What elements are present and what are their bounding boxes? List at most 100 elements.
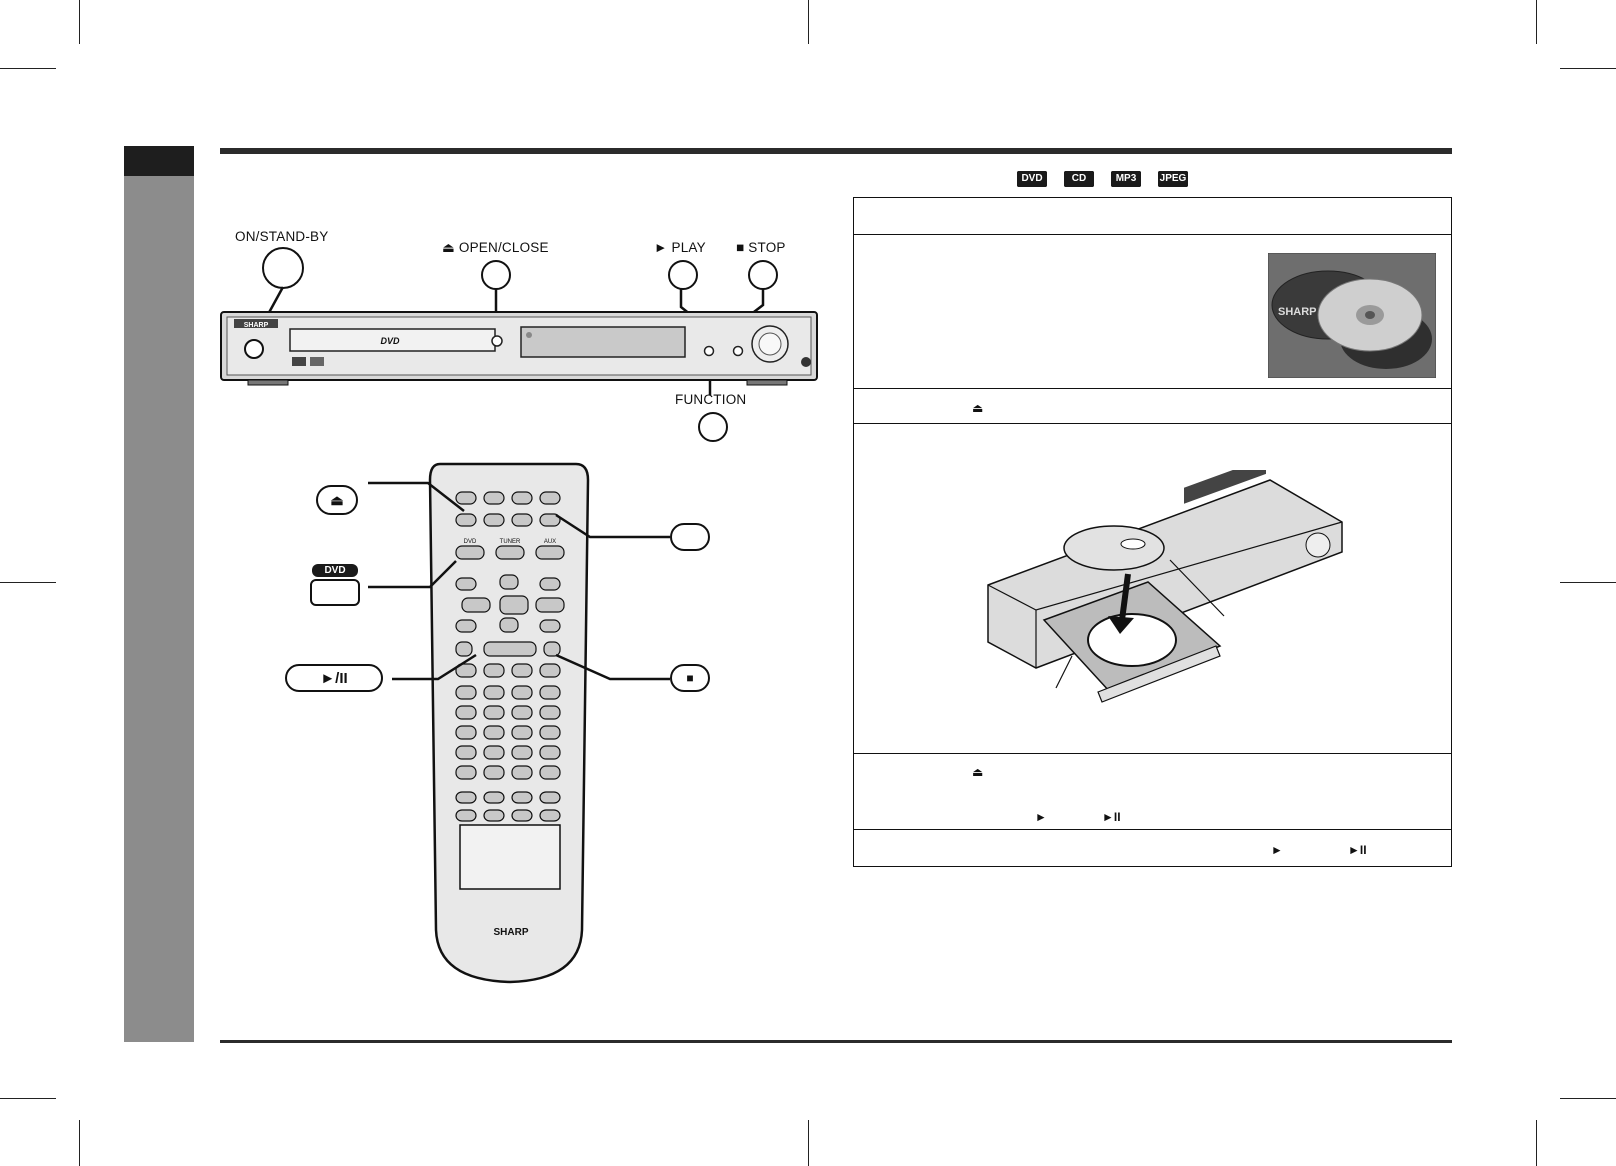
remote-button[interactable] xyxy=(511,809,533,822)
remote-button[interactable] xyxy=(483,513,505,527)
on-standby-button[interactable] xyxy=(262,247,304,289)
disc-photo-brand: SHARP xyxy=(1278,306,1317,318)
remote-stop-button[interactable] xyxy=(543,641,561,657)
section-tab xyxy=(124,146,194,176)
remote-button[interactable] xyxy=(511,513,533,527)
front-brand-logo: SHARP xyxy=(244,322,269,329)
remote-button[interactable] xyxy=(483,791,505,804)
disc-badge-dvd: DVD xyxy=(1017,171,1047,187)
disc-badge-jpeg: JPEG xyxy=(1158,171,1188,187)
remote-button[interactable] xyxy=(483,663,505,678)
crop-mark xyxy=(1560,1098,1616,1099)
play-icon: ► xyxy=(1271,843,1283,857)
stop-button[interactable] xyxy=(748,260,778,290)
disc-tray-illustration xyxy=(987,470,1343,703)
remote-button[interactable] xyxy=(539,765,561,780)
remote-dvd-button-callout[interactable] xyxy=(310,579,360,606)
remote-button[interactable] xyxy=(511,791,533,804)
remote-nav-enter[interactable] xyxy=(499,595,529,615)
remote-button[interactable] xyxy=(455,513,477,527)
crop-mark xyxy=(1560,582,1616,583)
remote-source-button[interactable] xyxy=(455,545,485,560)
remote-button[interactable] xyxy=(511,745,533,760)
play-pause-icon: ►/II xyxy=(320,669,348,687)
remote-button[interactable] xyxy=(455,663,477,678)
remote-play-pause-button[interactable] xyxy=(483,641,537,657)
play-pause-icon: ►II xyxy=(1348,843,1367,857)
remote-source-button[interactable] xyxy=(495,545,525,560)
remote-button[interactable] xyxy=(539,705,561,720)
remote-button[interactable] xyxy=(455,809,477,822)
top-rule xyxy=(220,148,1452,154)
steps-header-row xyxy=(854,198,1451,235)
remote-button[interactable] xyxy=(539,513,561,527)
play-button[interactable] xyxy=(668,260,698,290)
disc-badge-mp3: MP3 xyxy=(1111,171,1141,187)
remote-button[interactable] xyxy=(483,809,505,822)
crop-mark xyxy=(0,1098,56,1099)
remote-eject-callout[interactable]: ⏏ xyxy=(316,485,358,515)
function-label: FUNCTION xyxy=(675,392,747,407)
crop-mark xyxy=(79,0,80,44)
remote-button[interactable] xyxy=(455,745,477,760)
remote-button[interactable] xyxy=(455,685,477,700)
remote-button[interactable] xyxy=(455,619,477,633)
remote-button[interactable] xyxy=(455,491,477,505)
play-label: ► PLAY xyxy=(654,240,706,255)
remote-button[interactable] xyxy=(483,491,505,505)
remote-source-button[interactable] xyxy=(535,545,565,560)
eject-icon: ⏏ xyxy=(330,491,344,508)
remote-button[interactable] xyxy=(539,745,561,760)
remote-button[interactable] xyxy=(539,685,561,700)
remote-button[interactable] xyxy=(511,491,533,505)
remote-button[interactable] xyxy=(539,619,561,633)
remote-button[interactable] xyxy=(539,491,561,505)
remote-leaders xyxy=(368,481,670,681)
remote-button[interactable] xyxy=(455,791,477,804)
remote-button[interactable] xyxy=(483,685,505,700)
remote-button[interactable] xyxy=(511,705,533,720)
remote-button[interactable] xyxy=(511,765,533,780)
sidebar xyxy=(124,176,194,1042)
remote-nav-up[interactable] xyxy=(499,574,519,590)
remote-button[interactable] xyxy=(483,745,505,760)
step-4-row xyxy=(854,753,1451,830)
play-icon: ► xyxy=(1035,810,1047,824)
crop-mark xyxy=(1560,68,1616,69)
crop-mark xyxy=(0,582,56,583)
stop-label: ■ STOP xyxy=(736,240,786,255)
remote-button[interactable] xyxy=(511,663,533,678)
remote-nav-right[interactable] xyxy=(535,597,565,613)
remote-button[interactable] xyxy=(539,809,561,822)
remote-button[interactable] xyxy=(455,641,473,657)
remote-function-callout[interactable] xyxy=(670,523,710,551)
remote-dvd-badge-callout: DVD xyxy=(312,564,358,577)
remote-button[interactable] xyxy=(455,705,477,720)
crop-mark xyxy=(808,0,809,44)
remote-button[interactable] xyxy=(455,725,477,740)
remote-button[interactable] xyxy=(483,705,505,720)
remote-button[interactable] xyxy=(539,791,561,804)
crop-mark xyxy=(0,68,56,69)
remote-brand-logo: SHARP xyxy=(493,927,528,938)
disc-badge-cd: CD xyxy=(1064,171,1094,187)
remote-button[interactable] xyxy=(483,765,505,780)
remote-button[interactable] xyxy=(455,577,477,591)
remote-button[interactable] xyxy=(455,765,477,780)
remote-button[interactable] xyxy=(483,725,505,740)
remote-nav-left[interactable] xyxy=(461,597,491,613)
remote-nav-down[interactable] xyxy=(499,617,519,633)
remote-source-label: AUX xyxy=(544,539,556,545)
remote-stop-callout[interactable]: ■ xyxy=(670,664,710,692)
remote-button[interactable] xyxy=(511,685,533,700)
remote-button[interactable] xyxy=(539,725,561,740)
function-button[interactable] xyxy=(698,412,728,442)
remote-button[interactable] xyxy=(539,577,561,591)
disc-photo: SHARP xyxy=(1268,253,1436,378)
remote-button[interactable] xyxy=(539,663,561,678)
front-dvd-logo: DVD xyxy=(380,336,400,346)
remote-play-pause-callout[interactable]: ►/II xyxy=(285,664,383,692)
remote-button[interactable] xyxy=(511,725,533,740)
